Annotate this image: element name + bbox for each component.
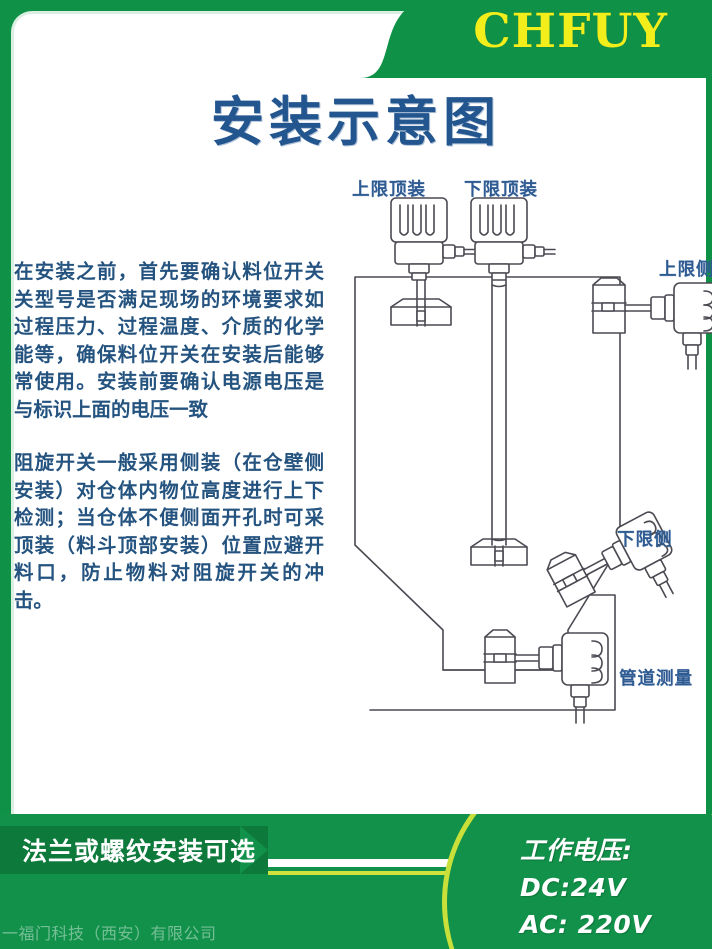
- top-sensor-upper: [390, 197, 476, 327]
- side-sensor-upper: [591, 277, 712, 370]
- pipe-sensor: [483, 629, 609, 724]
- top-sensor-lower: [470, 197, 556, 567]
- voltage-block: 工作电压: DC:24V AC: 220V: [520, 832, 704, 943]
- label-side-mount-lower: 下限侧: [617, 530, 673, 550]
- company-watermark: 一福门科技（西安）有限公司: [2, 924, 217, 943]
- label-top-mount-upper: 上限顶装: [352, 180, 426, 200]
- footer-bar: 法兰或螺纹安装可选 工作电压: DC:24V AC: 220V: [0, 814, 712, 949]
- side-sensor-lower: [546, 511, 674, 608]
- label-side-mount-upper: 上限侧: [659, 260, 712, 280]
- diagram-svg: [354, 197, 712, 724]
- footer-arc-decoration: [442, 814, 712, 949]
- installation-diagram: [325, 165, 712, 745]
- white-content-card: [14, 14, 706, 826]
- voltage-title: 工作电压:: [520, 836, 633, 865]
- label-top-mount-lower: 下限顶装: [464, 180, 538, 200]
- banner-curve-shape: [360, 0, 430, 78]
- logo-banner: CHFUY: [360, 0, 712, 78]
- footer-ribbon-arrow: [240, 826, 268, 874]
- footer-ribbon: 法兰或螺纹安装可选: [0, 826, 255, 874]
- white-content-inner: [34, 34, 706, 826]
- label-pipe-measurement: 管道测量: [619, 669, 693, 689]
- page-title: 安装示意图: [211, 92, 501, 153]
- footer-lime-stripe: [268, 871, 558, 875]
- voltage-ac: AC: 220V: [520, 910, 652, 939]
- description-paragraph-1: 在安装之前，首先要确认料位开关关型号是否满足现场的环境要求如过程压力、过程温度、…: [14, 260, 324, 421]
- silo-outline: [354, 276, 621, 671]
- footer-ribbon-text: 法兰或螺纹安装可选: [22, 837, 257, 866]
- voltage-dc: DC:24V: [520, 873, 627, 902]
- description-block: 在安装之前，首先要确认料位开关关型号是否满足现场的环境要求如过程压力、过程温度、…: [14, 258, 324, 614]
- footer-white-stripe: [268, 859, 558, 867]
- description-paragraph-2: 阻旋开关一般采用侧装（在仓壁侧安装）对仓体内物位高度进行上下检测；当仓体不便侧面…: [14, 451, 324, 612]
- brand-logo-text: CHFUY: [473, 4, 668, 59]
